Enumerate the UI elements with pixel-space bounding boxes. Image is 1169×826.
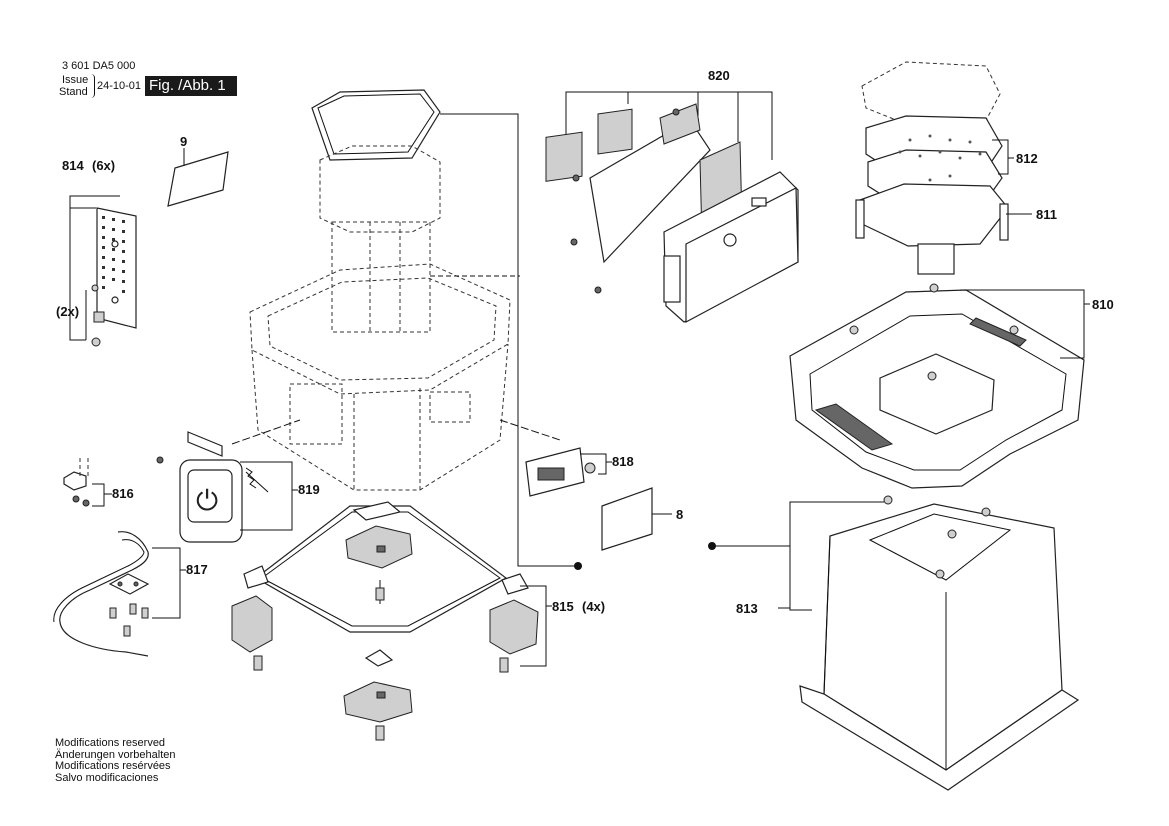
callout-810: 810 — [1092, 297, 1114, 312]
callout-815-qty: (4x) — [582, 599, 605, 614]
note-es: Salvo modificaciones — [55, 771, 159, 784]
part-814-plate — [69, 195, 137, 347]
callout-8: 8 — [676, 507, 683, 522]
callout-817: 817 — [186, 562, 208, 577]
issue-bracket — [90, 74, 95, 98]
callout-814-qty: (6x) — [92, 158, 115, 173]
callout-820: 820 — [708, 68, 730, 83]
part-818-usb-cover — [525, 447, 612, 497]
part-813-base — [708, 495, 1080, 791]
main-housing-assembly — [231, 89, 582, 570]
svg-text:⏻: ⏻ — [196, 484, 218, 517]
callout-812: 812 — [1016, 151, 1038, 166]
callout-811: 811 — [1036, 207, 1057, 222]
part-820-electronics — [545, 91, 799, 324]
part-9-label-sheet — [167, 148, 229, 207]
callout-2x: (2x) — [56, 304, 79, 319]
part-815-feet — [231, 501, 552, 741]
figure-label: Fig. /Abb. 1 — [145, 76, 237, 96]
modification-notes: Modifications reserved Änderungen vorbeh… — [55, 737, 176, 784]
part-817-handle — [53, 531, 186, 657]
part-8-label-sheet — [601, 487, 672, 551]
stand-label: Stand — [59, 86, 88, 98]
callout-819: 819 — [298, 482, 320, 497]
callout-816: 816 — [112, 486, 134, 501]
callout-813: 813 — [736, 601, 758, 616]
issue-date: 24-10-01 — [97, 80, 142, 92]
part-number: 3 601 DA5 000 — [62, 60, 136, 72]
callout-9: 9 — [180, 134, 187, 149]
callout-815: 815 — [552, 599, 574, 614]
note-de: Änderungen vorbehalten — [55, 748, 176, 761]
callout-818: 818 — [612, 454, 634, 469]
issue-label: Issue — [62, 74, 89, 86]
part-819-socket-cover: ⏻ — [156, 431, 298, 543]
note-en: Modifications reserved — [55, 737, 166, 749]
part-810-frame — [789, 283, 1090, 489]
note-fr: Modifications resérvées — [55, 760, 171, 772]
part-816-bracket — [63, 458, 112, 507]
callout-814: 814 — [62, 158, 84, 173]
part-811-bracket — [855, 183, 1032, 275]
